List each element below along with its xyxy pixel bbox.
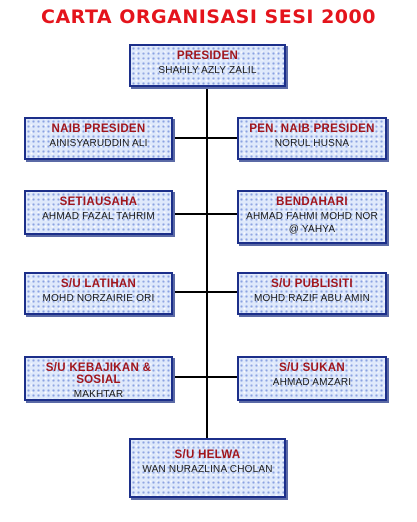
trunk-connector <box>206 86 208 440</box>
role-su-publisiti: S/U PUBLISITI <box>271 278 353 290</box>
name-naib-presiden: AINISYARUDDIN ALI <box>49 138 148 149</box>
role-su-kebajikan-sosial: S/U KEBAJIKAN & SOSIAL <box>45 362 152 386</box>
box-naib-presiden: NAIB PRESIDEN AINISYARUDDIN ALI <box>24 117 173 160</box>
box-pen-naib-presiden: PEN. NAIB PRESIDEN NORUL HUSNA <box>237 117 387 160</box>
name-setiausaha: AHMAD FAZAL TAHRIM <box>42 211 155 222</box>
role-su-sukan: S/U SUKAN <box>279 362 345 374</box>
role-su-latihan: S/U LATIHAN <box>60 278 137 290</box>
box-su-sukan: S/U SUKAN AHMAD AMZARI <box>237 356 387 401</box>
name-pen-naib-presiden: NORUL HUSNA <box>274 138 350 149</box>
name-su-helwa: WAN NURAZLINA CHOLAN <box>142 464 273 475</box>
box-su-helwa: S/U HELWA WAN NURAZLINA CHOLAN <box>129 438 286 498</box>
role-su-helwa: S/U HELWA <box>174 449 241 461</box>
box-presiden: PRESIDEN SHAHLY AZLY ZALIL <box>129 44 286 87</box>
role-bendahari: BENDAHARI <box>276 196 348 208</box>
box-su-publisiti: S/U PUBLISITI MOHD RAZIF ABU AMIN <box>237 272 387 315</box>
connector-row-2 <box>171 213 239 215</box>
chart-title: CARTA ORGANISASI SESI 2000 <box>41 6 376 28</box>
name-presiden: SHAHLY AZLY ZALIL <box>158 65 257 76</box>
name-su-latihan: MOHD NORZAIRIE ORI <box>42 293 155 304</box>
role-presiden: PRESIDEN <box>176 50 239 62</box>
box-su-kebajikan-sosial: S/U KEBAJIKAN & SOSIAL MAKHTAR <box>24 356 173 401</box>
name-su-sukan: AHMAD AMZARI <box>272 377 352 388</box>
box-bendahari: BENDAHARI AHMAD FAHMI MOHD NOR @ YAHYA <box>237 190 387 244</box>
name-su-publisiti: MOHD RAZIF ABU AMIN <box>253 293 371 304</box>
box-setiausaha: SETIAUSAHA AHMAD FAZAL TAHRIM <box>24 190 173 235</box>
name-su-kebajikan-sosial: MAKHTAR <box>73 389 124 400</box>
connector-row-4 <box>171 376 239 378</box>
name-bendahari-line-1: AHMAD FAHMI MOHD NOR <box>246 211 378 222</box>
box-su-latihan: S/U LATIHAN MOHD NORZAIRIE ORI <box>24 272 173 315</box>
role-naib-presiden: NAIB PRESIDEN <box>51 123 146 135</box>
connector-row-3 <box>171 291 239 293</box>
name-bendahari-line-2: @ YAHYA <box>288 224 336 235</box>
connector-row-1 <box>171 137 239 139</box>
role-pen-naib-presiden: PEN. NAIB PRESIDEN <box>249 123 375 135</box>
role-setiausaha: SETIAUSAHA <box>59 196 138 208</box>
